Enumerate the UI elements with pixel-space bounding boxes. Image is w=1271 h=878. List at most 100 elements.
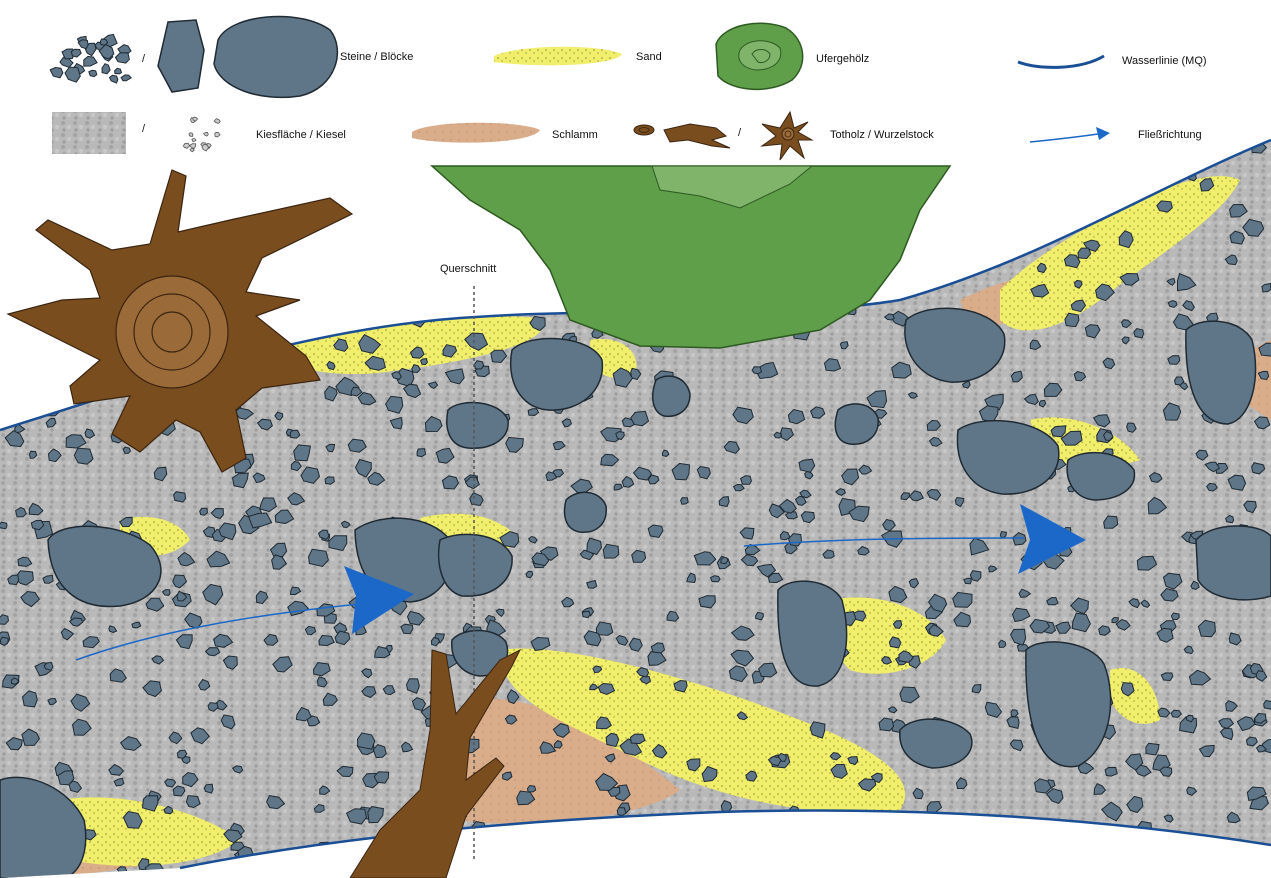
stone — [71, 207, 87, 219]
stone — [115, 53, 129, 63]
stone — [979, 246, 987, 252]
stone — [1065, 313, 1079, 326]
stone — [1186, 144, 1195, 154]
stone — [236, 188, 254, 203]
stone — [958, 834, 970, 845]
stone — [48, 207, 59, 215]
stone — [804, 134, 826, 148]
stone — [555, 828, 577, 842]
stone — [603, 544, 619, 558]
stone — [94, 229, 104, 238]
stone — [1000, 532, 1006, 538]
stone — [403, 169, 417, 179]
stone — [606, 733, 619, 746]
stone — [204, 132, 209, 136]
stone — [316, 241, 324, 249]
stone — [71, 49, 81, 57]
stone — [721, 801, 732, 812]
stone — [1136, 833, 1154, 849]
stone — [183, 143, 189, 148]
stone — [110, 75, 118, 83]
legend-label-sand: Sand — [636, 51, 662, 63]
stone — [45, 383, 58, 391]
stone — [711, 576, 721, 582]
stone — [1159, 848, 1166, 855]
stone — [117, 867, 126, 874]
riparian-wood-icon — [716, 23, 803, 89]
stone — [319, 850, 334, 862]
stone — [699, 596, 715, 608]
legend: / Steine / Blöcke Sand Ufergehölz Wasser… — [50, 17, 1206, 160]
stone — [398, 213, 411, 224]
stone — [563, 867, 577, 878]
stone — [501, 146, 516, 160]
stone — [320, 157, 329, 164]
stone — [121, 75, 131, 81]
stone — [433, 243, 442, 251]
stone — [164, 155, 183, 172]
boulder — [565, 492, 607, 532]
stone — [998, 870, 1006, 876]
stone — [376, 301, 387, 311]
stone — [190, 149, 194, 152]
stone — [662, 871, 679, 878]
stone — [388, 276, 396, 282]
stone — [741, 132, 761, 150]
stone — [468, 870, 480, 878]
stone — [996, 232, 1012, 244]
stone — [422, 307, 441, 321]
stone — [570, 854, 588, 873]
legend-label-flow: Fließrichtung — [1138, 129, 1202, 141]
stone — [1009, 831, 1021, 840]
stone — [723, 835, 732, 840]
stone — [325, 477, 334, 484]
stone — [143, 796, 158, 812]
stone — [61, 187, 83, 202]
stone — [290, 430, 300, 438]
stone — [27, 372, 38, 382]
stone — [307, 264, 324, 279]
stone — [1105, 767, 1117, 776]
stone — [230, 156, 247, 171]
stone — [757, 152, 774, 163]
stone — [638, 831, 654, 843]
stone — [510, 159, 519, 165]
stone — [280, 285, 296, 298]
stone — [215, 132, 220, 137]
legend-label-riparian: Ufergehölz — [816, 53, 869, 65]
stone — [465, 860, 482, 874]
stone — [388, 136, 405, 149]
stone — [429, 309, 438, 316]
stone — [1003, 158, 1013, 168]
stone — [730, 839, 742, 849]
stone — [441, 235, 459, 250]
stone — [337, 224, 357, 240]
stone — [808, 841, 825, 855]
stone — [1157, 171, 1167, 179]
stone — [417, 449, 426, 457]
stone — [903, 837, 918, 850]
stones-separator: / — [142, 53, 146, 65]
stone — [606, 146, 619, 157]
stone — [50, 68, 63, 78]
stone — [291, 245, 308, 257]
stone — [62, 360, 78, 375]
stone — [0, 209, 15, 226]
stone — [1168, 301, 1177, 308]
stone — [190, 144, 196, 149]
stone — [294, 445, 311, 461]
stone — [123, 447, 131, 453]
deadwood-separator: / — [738, 127, 742, 139]
stone — [1226, 844, 1242, 857]
stone — [866, 812, 882, 824]
stone — [329, 536, 347, 551]
stone — [681, 498, 689, 505]
legend-label-deadwood: Totholz / Wurzelstock — [830, 129, 934, 141]
stone — [407, 294, 424, 311]
stone — [889, 637, 901, 648]
stone — [102, 64, 110, 74]
stone — [474, 361, 483, 369]
stone — [879, 863, 892, 876]
stone — [556, 150, 574, 163]
